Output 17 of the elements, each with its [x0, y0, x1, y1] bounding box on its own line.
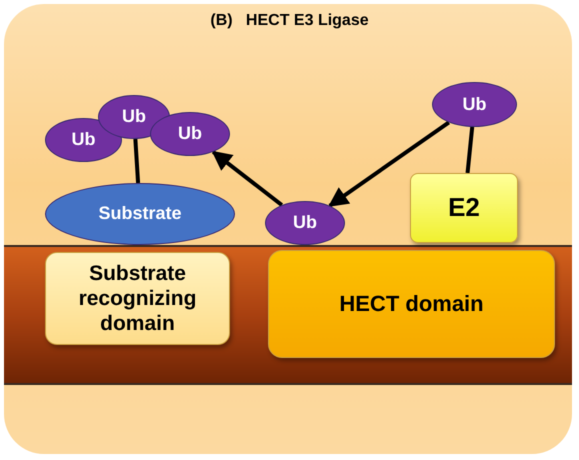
- node-label: Ub: [72, 129, 96, 151]
- node-label: E2: [448, 192, 480, 224]
- arrow: [212, 150, 284, 207]
- node-label: Ub: [178, 123, 202, 145]
- diagram-title: (B) HECT E3 Ligase: [209, 12, 370, 30]
- node-label: Substrate recognizing domain: [78, 260, 198, 336]
- node-label: Ub: [293, 212, 317, 234]
- node-label: Ub: [462, 94, 486, 116]
- e2-box: [410, 173, 518, 243]
- node-label: Ub: [122, 106, 146, 128]
- node-label: HECT domain: [339, 290, 484, 318]
- domain-box: [45, 252, 230, 345]
- arrow: [328, 120, 450, 208]
- connector-line: [133, 138, 140, 184]
- node-label: Substrate: [98, 203, 182, 225]
- domain-box: [268, 250, 555, 358]
- connector-line: [466, 126, 474, 174]
